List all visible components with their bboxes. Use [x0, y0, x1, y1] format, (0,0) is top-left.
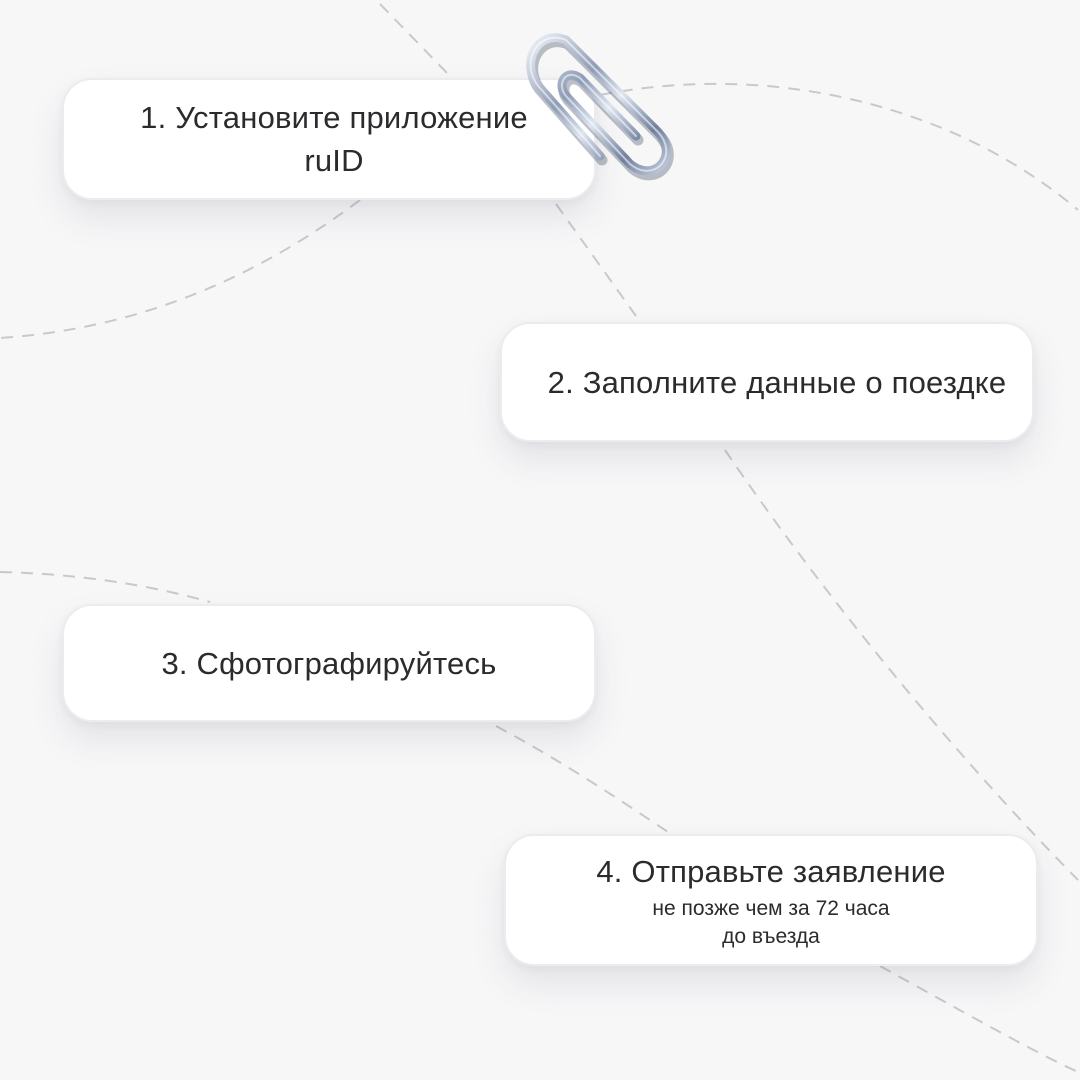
- step-card-4: 4. Отправьте заявление не позже чем за 7…: [504, 834, 1038, 966]
- dashed-line: [724, 449, 1079, 881]
- step-card-1: 1. Установите приложение ruID: [62, 78, 596, 200]
- dashed-line: [879, 965, 1079, 1073]
- step-2-title: 2. Заполните данные о поездке: [547, 364, 1007, 400]
- step-1-title: 1. Установите приложение ruID: [140, 100, 528, 178]
- paperclip-icon: [526, 33, 674, 181]
- dashed-line: [555, 203, 637, 317]
- step-4-title: 4. Отправьте заявление: [596, 853, 946, 889]
- dashed-line: [599, 82, 1079, 211]
- step-4-note-line-1: не позже чем за 72 часа: [652, 896, 890, 920]
- step-card-2: 2. Заполните данные о поездке: [500, 322, 1034, 442]
- step-3-title: 3. Сфотографируйтесь: [161, 645, 497, 681]
- dashed-line: [0, 571, 211, 603]
- dashed-line: [495, 725, 669, 833]
- dashed-line: [379, 3, 449, 75]
- step-4-note-line-2: до въезда: [722, 924, 820, 948]
- step-card-3: 3. Сфотографируйтесь: [62, 604, 596, 722]
- dashed-line: [0, 199, 361, 339]
